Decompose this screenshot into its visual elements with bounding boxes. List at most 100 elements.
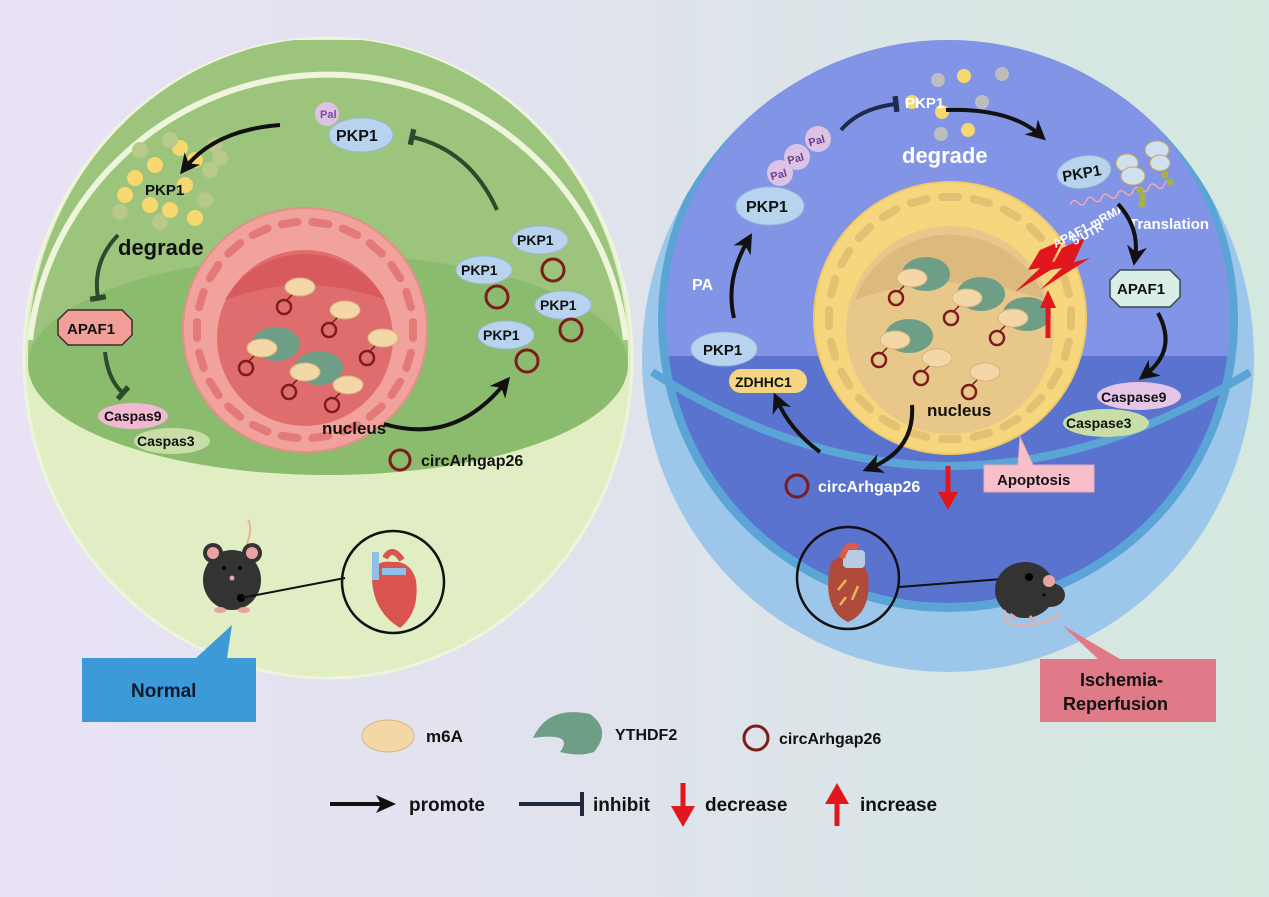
nuclear-pore <box>837 246 854 269</box>
inhibit-arrow <box>103 351 131 401</box>
legend-item-circ: circArhgap26 <box>742 724 881 752</box>
caspase9-oval <box>98 403 168 429</box>
normal-label: Normal <box>131 681 196 702</box>
apoptosis-label: Apoptosis <box>997 472 1070 489</box>
nuclear-pore <box>969 428 994 441</box>
nuclear-pore <box>854 222 875 243</box>
legend-item-promote: promote <box>330 795 485 816</box>
pa-label: PA <box>692 277 713 294</box>
circ-icon <box>942 309 960 327</box>
nuclear-pore <box>365 402 386 421</box>
legend-item-ythdf2: YTHDF2 <box>533 712 677 755</box>
nuclear-pore <box>1060 337 1073 362</box>
m6a-icon <box>896 268 928 288</box>
nuclear-pore <box>338 420 362 436</box>
pkp1-label: PKP1 <box>703 342 742 359</box>
legend-ythdf2-label: YTHDF2 <box>615 727 677 744</box>
degraded-particle <box>147 157 163 173</box>
ribosome-mrna-icon <box>1069 140 1174 208</box>
inhibit-arrow <box>407 128 499 211</box>
circ-icon <box>275 298 293 316</box>
ir-degrade-label: degrade <box>902 143 988 168</box>
pkp1-circ-complex: PKP1 <box>511 225 569 283</box>
legend-inhibit-label: inhibit <box>593 795 651 816</box>
caspase9-oval <box>1097 382 1181 410</box>
nuclear-pore <box>906 195 931 208</box>
m6a-icon <box>969 362 1001 382</box>
circ-icon <box>870 351 888 369</box>
pkp1-label: PKP1 <box>540 297 577 313</box>
degraded-particle <box>117 187 133 203</box>
nuclear-pore <box>224 402 245 421</box>
nuclear-pore <box>827 337 840 362</box>
degraded-particle <box>152 214 168 230</box>
ir-nucleus-label: nucleus <box>927 401 991 420</box>
normal-nucleus <box>182 207 428 453</box>
legend-promote-label: promote <box>409 795 485 816</box>
pkp1-oval-right: PKP1 <box>1056 155 1112 189</box>
circ-icon <box>887 289 905 307</box>
pkp1-label: PKP1 <box>461 262 498 278</box>
m6a-icon <box>246 338 278 358</box>
legend-circ-label: circArhgap26 <box>779 731 881 748</box>
circ-icon <box>358 349 376 367</box>
nuclear-pore <box>1067 306 1075 330</box>
degraded-particle <box>931 73 945 87</box>
pal-label: Pal <box>807 133 826 149</box>
circ-icon <box>514 348 540 374</box>
circ-icon <box>320 321 338 339</box>
caspase3-label: Caspase3 <box>1066 415 1132 431</box>
degraded-particle <box>961 123 975 137</box>
normal-callout: Normal <box>82 625 256 722</box>
nuclear-pore <box>854 393 875 414</box>
circ-icon <box>237 359 255 377</box>
normal-heart-icon <box>340 529 446 635</box>
circ-label: circArhgap26 <box>421 453 523 470</box>
nuclear-pore <box>1060 274 1073 299</box>
promote-arrow <box>772 392 822 454</box>
ir-degrade-pkp1-label: PKP1 <box>905 95 944 112</box>
nuclear-pore <box>195 287 208 312</box>
nuclear-pore <box>825 306 833 330</box>
caspase3-oval <box>134 428 210 454</box>
m6a-icon <box>361 719 415 753</box>
degraded-particle <box>975 95 989 109</box>
pkp1-oval <box>477 320 535 350</box>
legend-decrease-label: decrease <box>705 795 787 816</box>
nuclear-pore <box>878 414 901 431</box>
nuclear-pore <box>969 195 994 208</box>
zdhhc1-pill <box>729 369 807 393</box>
pal-pkp1-complex: Pal PKP1 <box>315 102 394 153</box>
ir-heart-icon <box>795 525 901 631</box>
circ-icon <box>558 317 584 343</box>
degraded-particle <box>162 202 178 218</box>
inhibit-arrow <box>839 95 900 132</box>
nuclear-pore <box>195 348 208 373</box>
nuclear-pore <box>308 431 333 443</box>
pal-pkp1-complex: Pal Pal Pal PKP1 <box>735 126 831 226</box>
nuclear-pore <box>999 414 1022 431</box>
m6a-icon <box>367 328 399 348</box>
nuclear-pore <box>906 428 931 441</box>
nuclear-pore <box>308 217 333 229</box>
degraded-particle <box>177 177 193 193</box>
nuclear-pore <box>402 287 415 312</box>
nuclear-pore <box>837 367 854 390</box>
apaf1-label: APAF1 <box>67 321 115 338</box>
pkp1-label: PKP1 <box>517 232 554 248</box>
legend-item-increase: increase <box>825 783 937 826</box>
ir-mouse-icon <box>995 562 1065 627</box>
degraded-particle <box>935 105 949 119</box>
nuclear-pore <box>365 239 386 258</box>
circ-icon <box>540 257 566 283</box>
lightning-icon <box>1015 238 1090 292</box>
degraded-particle <box>905 95 919 109</box>
legend-item-inhibit: inhibit <box>519 792 651 816</box>
pal-label: Pal <box>786 151 805 167</box>
decrease-arrow-icon <box>938 466 958 510</box>
nuclear-pore <box>248 420 272 436</box>
nuclear-pore <box>827 274 840 299</box>
nuclear-pore <box>277 217 302 229</box>
nuclear-pore <box>999 205 1022 222</box>
